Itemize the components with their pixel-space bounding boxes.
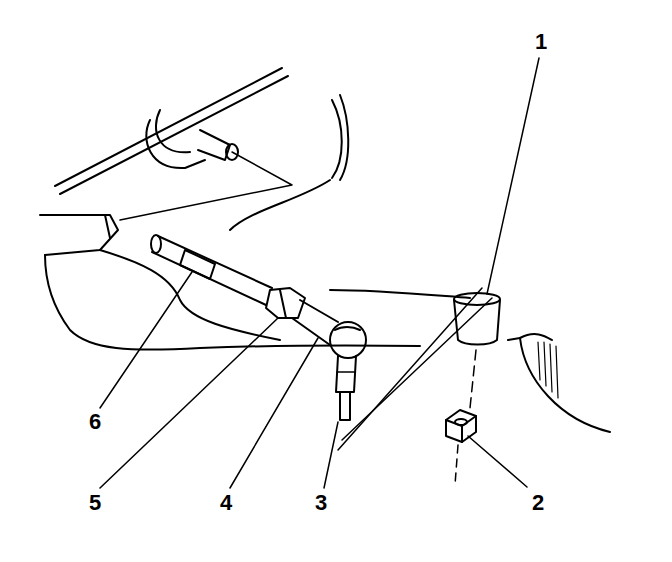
callout-number: 5 — [89, 492, 101, 514]
callout-number: 2 — [532, 492, 544, 514]
callout-number: 4 — [220, 492, 232, 514]
callout-number: 3 — [315, 492, 327, 514]
callout-number: 6 — [89, 411, 101, 433]
callout-number: 1 — [535, 31, 547, 53]
